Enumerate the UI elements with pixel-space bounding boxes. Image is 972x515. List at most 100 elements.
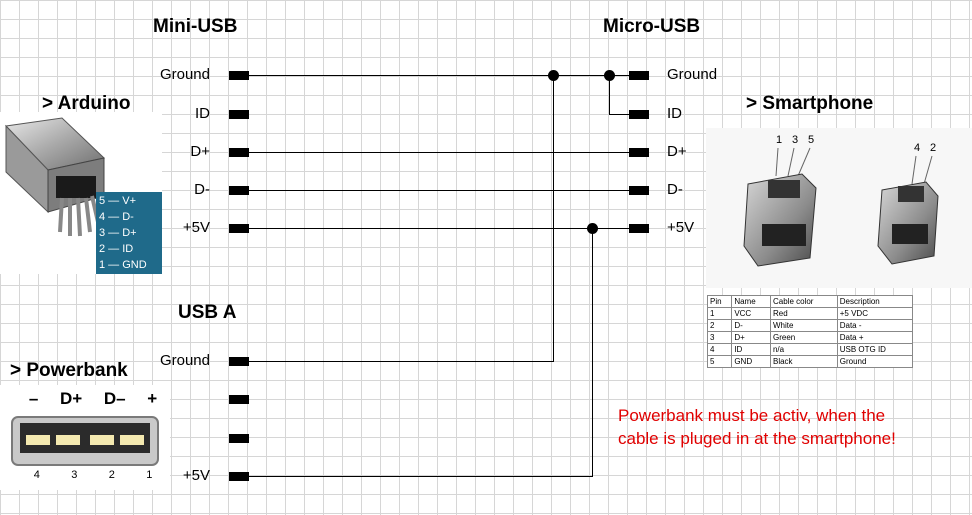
table-cell: +5 VDC	[836, 307, 914, 320]
powerbank-pin-number: 4	[33, 469, 40, 481]
usb-a-title: USB A	[178, 302, 237, 323]
usb-a-pin-block	[229, 472, 249, 481]
mini-usb-pin-block	[229, 148, 249, 157]
micro-usb-pin-dplus: D+	[667, 143, 687, 160]
table-header: Cable color	[769, 295, 838, 308]
mini-usb-pin-block	[229, 110, 249, 119]
table-cell: 5	[706, 355, 733, 368]
wire-id-horizontal	[609, 114, 629, 115]
table-cell: D-	[731, 319, 771, 332]
micro-usb-pin-block	[629, 186, 649, 195]
mini-usb-pin-block	[229, 186, 249, 195]
wire-dplus	[249, 152, 629, 153]
arduino-pinout-row: 5 — V+	[99, 195, 136, 207]
table-header-row: Pin Name Cable color Description	[706, 295, 914, 308]
usb-a-socket-icon	[11, 416, 159, 466]
powerbank-label-dplus: D+	[59, 389, 83, 408]
mini-usb-pin-dminus: D-	[194, 181, 210, 198]
usb-a-pin-ground: Ground	[159, 352, 210, 369]
table-cell: Data -	[836, 319, 914, 332]
wire-id-vertical	[609, 75, 610, 114]
mini-usb-pin-id: ID	[195, 105, 210, 122]
photo-label: 2	[930, 142, 937, 154]
wire-5v-vertical	[592, 228, 593, 476]
powerbank-pin-number: 2	[108, 469, 115, 481]
photo-label: 5	[808, 134, 815, 146]
usb-a-pin-block	[229, 434, 249, 443]
table-cell: White	[769, 319, 838, 332]
micro-usb-pin-block	[629, 148, 649, 157]
powerbank-label-minus: –	[28, 389, 39, 408]
micro-usb-pin-5v: +5V	[667, 219, 695, 236]
mini-usb-plug-icon	[4, 117, 106, 237]
mini-usb-pin-5v: +5V	[182, 219, 210, 236]
mini-usb-pin-dplus: D+	[190, 143, 210, 160]
powerbank-pin-number: 1	[146, 469, 153, 481]
arduino-pinout-table: 5 — V+ 4 — D- 3 — D+ 2 — ID 1 — GND	[96, 192, 162, 274]
table-cell: n/a	[769, 343, 838, 356]
arduino-pinout-row: 3 — D+	[99, 227, 137, 239]
micro-usb-pin-ground: Ground	[667, 66, 718, 83]
table-row: 3 D+ Green Data +	[706, 331, 914, 344]
table-header: Description	[836, 295, 914, 308]
table-row: 5 GND Black Ground	[706, 355, 914, 368]
micro-usb-pinout-table: Pin Name Cable color Description 1 VCC R…	[706, 295, 914, 368]
note-line: Powerbank must be activ, when the	[618, 406, 886, 425]
table-cell: D+	[731, 331, 771, 344]
table-cell: 3	[706, 331, 733, 344]
powerbank-note: Powerbank must be activ, when the cable …	[618, 404, 896, 450]
table-row: 4 ID n/a USB OTG ID	[706, 343, 914, 356]
powerbank-label-dminus: D–	[103, 389, 126, 408]
powerbank-usb-a-image: – D+ D– + 4 3 2 1	[0, 385, 170, 490]
junction-dot	[604, 70, 615, 81]
powerbank-bottom-labels: 4 3 2 1	[18, 469, 168, 481]
usb-a-pin-block	[229, 395, 249, 404]
table-cell: 2	[706, 319, 733, 332]
arduino-title: > Arduino	[42, 93, 131, 114]
table-row: 2 D- White Data -	[706, 319, 914, 332]
arduino-pinout-row: 2 — ID	[99, 243, 134, 255]
usb-a-pin-5v: +5V	[182, 467, 210, 484]
micro-usb-pin-id: ID	[667, 105, 682, 122]
wire-ground-vertical	[553, 75, 554, 361]
powerbank-pin-number: 3	[71, 469, 78, 481]
smartphone-micro-usb-image: 1 3 5 4 2	[706, 128, 972, 288]
powerbank-title: > Powerbank	[10, 360, 128, 381]
junction-dot	[548, 70, 559, 81]
micro-usb-pin-block	[629, 110, 649, 119]
smartphone-title: > Smartphone	[746, 93, 874, 114]
mini-usb-pin-block	[229, 71, 249, 80]
table-cell: 1	[706, 307, 733, 320]
micro-usb-pin-dminus: D-	[667, 181, 683, 198]
photo-label: 1	[776, 134, 783, 146]
powerbank-top-labels: – D+ D– +	[18, 389, 168, 409]
table-cell: Green	[769, 331, 838, 344]
micro-usb-title: Micro-USB	[603, 16, 701, 37]
arduino-pinout-row: 1 — GND	[99, 259, 147, 271]
note-line: cable is pluged in at the smartphone!	[618, 429, 896, 448]
table-cell: Ground	[836, 355, 914, 368]
usb-a-pin-block	[229, 357, 249, 366]
mini-usb-title: Mini-USB	[153, 16, 238, 37]
wire-usb-a-5v	[249, 476, 593, 477]
wire-usb-a-ground	[249, 361, 554, 362]
table-header: Pin	[706, 295, 733, 308]
table-cell: 4	[706, 343, 733, 356]
table-cell: Data +	[836, 331, 914, 344]
junction-dot	[587, 223, 598, 234]
arduino-pinout-row: 4 — D-	[99, 211, 134, 223]
powerbank-label-plus: +	[147, 389, 158, 408]
mini-usb-pin-block	[229, 224, 249, 233]
table-cell: Black	[769, 355, 838, 368]
photo-label: 4	[914, 142, 921, 154]
mini-usb-pin-ground: Ground	[159, 66, 210, 83]
micro-usb-pin-block	[629, 71, 649, 80]
table-header: Name	[731, 295, 771, 308]
table-cell: VCC	[731, 307, 771, 320]
table-row: 1 VCC Red +5 VDC	[706, 307, 914, 320]
table-cell: ID	[731, 343, 771, 356]
photo-label: 3	[792, 134, 799, 146]
micro-usb-pin-block	[629, 224, 649, 233]
micro-usb-plug-icon	[743, 147, 939, 267]
wire-5v	[249, 228, 629, 229]
